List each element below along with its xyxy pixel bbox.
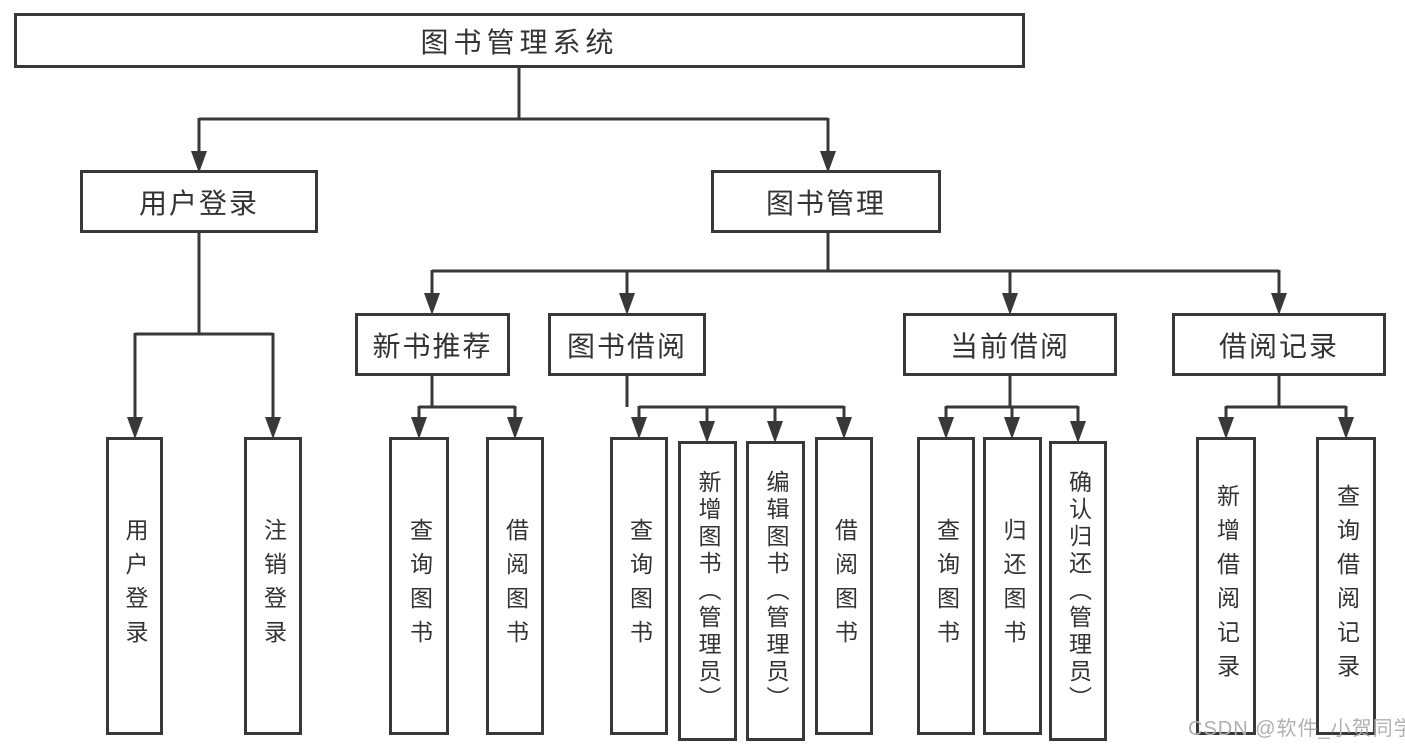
leaf-borrow-borrow-books: 借阅图书: [815, 437, 873, 735]
node-new-book-recommend: 新书推荐: [355, 313, 510, 376]
node-book-borrow: 图书借阅: [548, 313, 706, 376]
leaf-query-borrow-record-label: 查询借阅记录: [1333, 484, 1360, 688]
node-root: 图书管理系统: [14, 13, 1025, 68]
leaf-logout: 注销登录: [244, 437, 302, 735]
leaf-confirm-return-admin: 确认归还（管理员）: [1049, 441, 1107, 741]
leaf-edit-books-admin-label: 编辑图书（管理员）: [763, 469, 789, 713]
node-current-borrow: 当前借阅: [903, 313, 1117, 376]
leaf-add-borrow-record-label: 新增借阅记录: [1213, 484, 1240, 688]
node-borrow-records: 借阅记录: [1172, 313, 1386, 376]
leaf-newbook-query-books-label: 查询图书: [406, 518, 433, 654]
leaf-add-books-admin-label: 新增图书（管理员）: [695, 469, 721, 713]
leaf-newbook-borrow-books: 借阅图书: [486, 437, 544, 735]
leaf-user-login: 用户登录: [106, 437, 163, 735]
leaf-return-books: 归还图书: [983, 437, 1042, 735]
leaf-newbook-borrow-books-label: 借阅图书: [502, 518, 529, 654]
leaf-user-login-label: 用户登录: [122, 518, 148, 654]
leaf-borrow-query-books-label: 查询图书: [626, 518, 653, 654]
leaf-logout-label: 注销登录: [260, 518, 287, 654]
watermark: CSDN @软件_小贺同学: [1188, 718, 1405, 740]
leaf-add-borrow-record: 新增借阅记录: [1196, 437, 1256, 735]
leaf-current-query-books-label: 查询图书: [933, 518, 960, 654]
leaf-confirm-return-admin-label: 确认归还（管理员）: [1065, 469, 1092, 713]
leaf-newbook-query-books: 查询图书: [389, 437, 449, 735]
leaf-borrow-borrow-books-label: 借阅图书: [831, 518, 858, 654]
leaf-borrow-query-books: 查询图书: [610, 437, 668, 735]
leaf-add-books-admin: 新增图书（管理员）: [678, 441, 737, 741]
leaf-edit-books-admin: 编辑图书（管理员）: [746, 441, 805, 741]
leaf-query-borrow-record: 查询借阅记录: [1316, 437, 1376, 735]
leaf-return-books-label: 归还图书: [1000, 518, 1026, 654]
node-book-management: 图书管理: [711, 170, 941, 233]
node-user-login: 用户登录: [80, 170, 318, 233]
leaf-current-query-books: 查询图书: [917, 437, 975, 735]
